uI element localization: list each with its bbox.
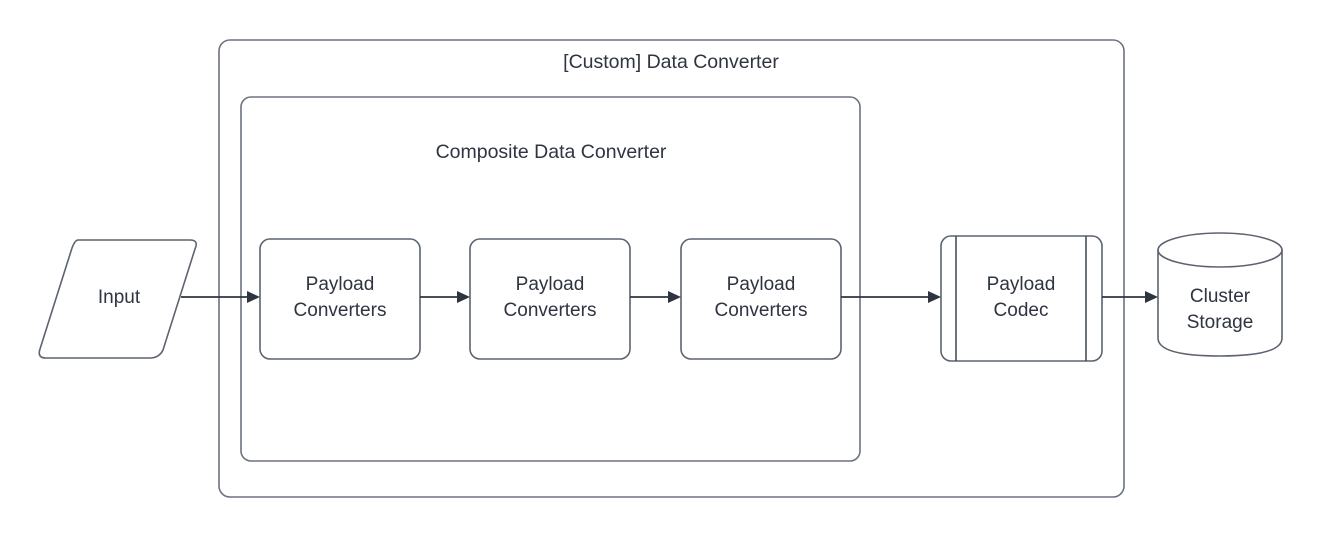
cluster-storage-body [1157,249,1283,357]
edge-payload-converters-1-to-2 [420,291,470,303]
custom-data-converter-border [218,39,1125,498]
edge-input-to-pc1-arrowhead [247,291,260,303]
payload-converters-2-shape [469,238,631,360]
payload-converters-3-shape [680,238,842,360]
node-cluster-storage[interactable]: Cluster Storage [1157,232,1283,357]
payload-converters-1-shape [259,238,421,360]
composite-data-converter-label: Composite Data Converter [436,141,667,163]
input-shape [38,239,197,359]
node-payload-converters-1[interactable]: Payload Converters [259,238,421,360]
container-custom-data-converter[interactable]: [Custom] Data Converter [218,39,1125,498]
edge-codec-to-cluster-storage [1102,291,1158,303]
cluster-storage-label-line2: Storage [1187,312,1254,333]
edge-input-to-payload-converters-1 [181,291,260,303]
edge-codec-to-storage-arrowhead [1145,291,1158,303]
payload-codec-label-line1: Payload [987,274,1056,295]
payload-converters-2-label-line2: Converters [504,300,597,321]
payload-codec-shape [940,235,1103,362]
node-input[interactable]: Input [38,239,197,359]
payload-converters-3-label-line2: Converters [715,300,808,321]
cluster-storage-label-line1: Cluster [1190,286,1251,307]
input-label: Input [98,287,141,308]
node-payload-converters-3[interactable]: Payload Converters [680,238,842,360]
edge-pc3-to-codec-arrowhead [928,291,941,303]
payload-converters-1-label-line2: Converters [294,300,387,321]
edge-payload-converters-3-to-codec [841,291,941,303]
container-composite-data-converter[interactable]: Composite Data Converter [240,96,861,462]
payload-converters-3-label-line1: Payload [727,274,796,295]
cluster-storage-top-ellipse [1157,232,1283,268]
node-payload-codec[interactable]: Payload Codec [940,235,1103,362]
edge-payload-converters-2-to-3 [630,291,681,303]
edge-pc2-to-pc3-arrowhead [668,291,681,303]
payload-codec-label-line2: Codec [994,300,1049,321]
node-payload-converters-2[interactable]: Payload Converters [469,238,631,360]
custom-data-converter-label: [Custom] Data Converter [563,51,779,73]
edge-pc1-to-pc2-arrowhead [457,291,470,303]
composite-data-converter-border [240,96,861,462]
payload-converters-1-label-line1: Payload [306,274,375,295]
payload-converters-2-label-line1: Payload [516,274,585,295]
